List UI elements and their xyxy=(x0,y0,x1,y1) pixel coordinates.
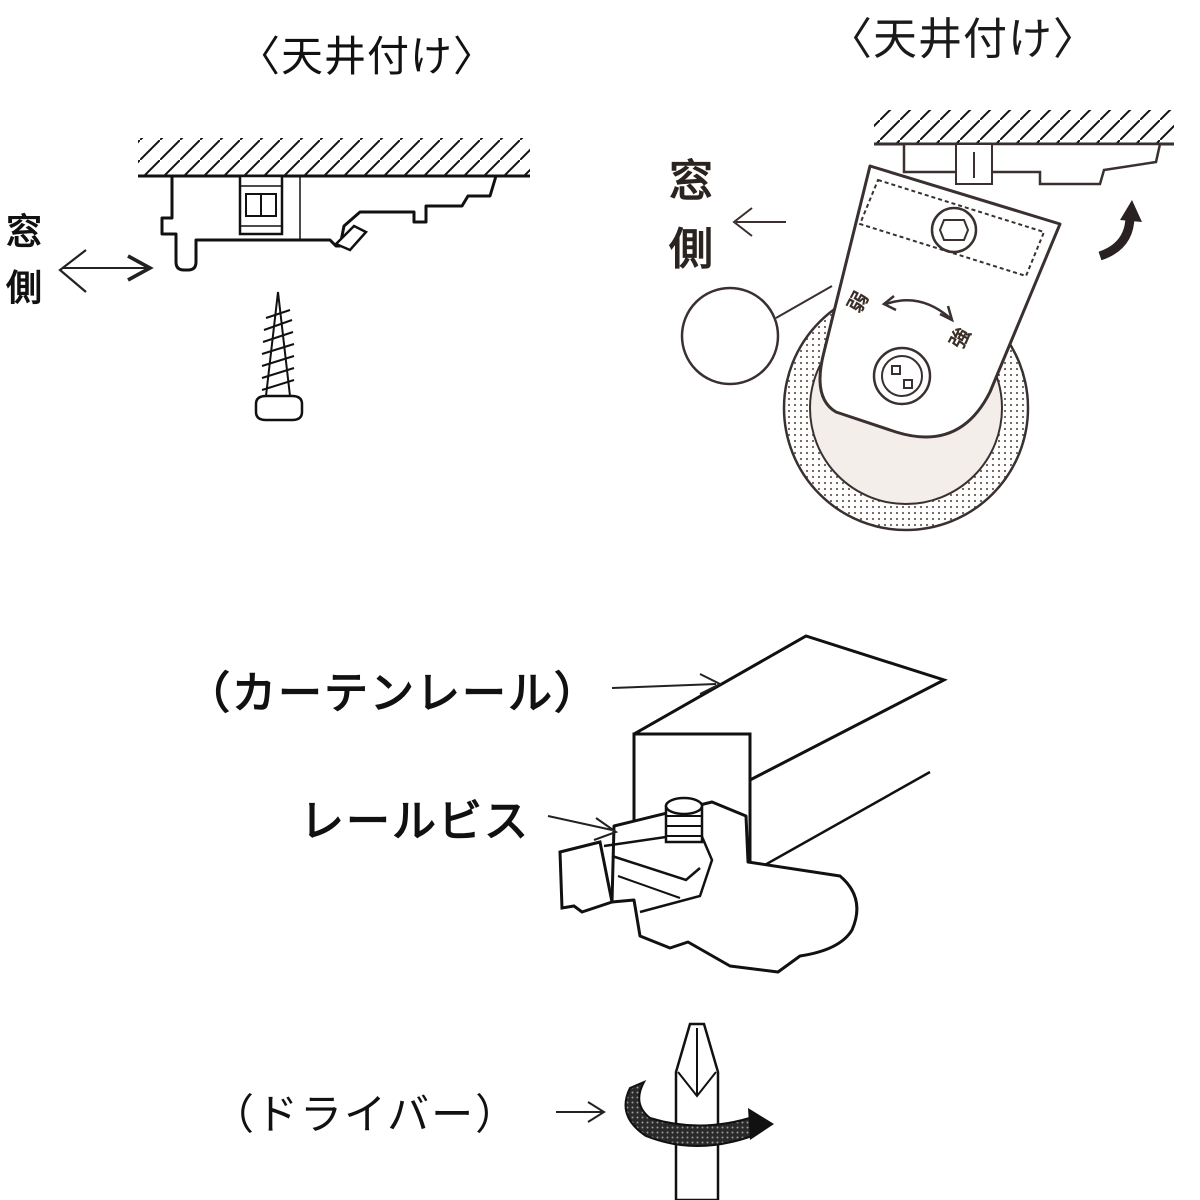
knob-circle xyxy=(680,286,780,386)
window-side-char: 窓 xyxy=(5,212,42,253)
arrow-head-left xyxy=(58,249,87,293)
rail-bracket-assembly xyxy=(558,634,948,974)
window-side-label-right: 窓 側 xyxy=(664,148,718,284)
mounting-screw xyxy=(254,291,304,422)
window-side-label-left: 窓 側 xyxy=(2,205,46,317)
rail-leader-arrow xyxy=(611,683,717,689)
screw-leader-arrow xyxy=(547,815,613,831)
screwdriver xyxy=(624,1022,774,1200)
ceiling-hatch-left xyxy=(138,138,530,176)
window-side-char: 側 xyxy=(669,224,713,276)
screwdriver-label: （ドライバー） xyxy=(212,1090,520,1139)
panel-title-ceiling-mount-right: 〈天井付け〉 xyxy=(828,14,1098,65)
rotate-arrow xyxy=(1098,215,1135,261)
panel-title-ceiling-mount-left: 〈天井付け〉 xyxy=(238,32,497,81)
rail-screw-stud xyxy=(664,796,704,844)
curtain-rail-label: （カーテンレール） xyxy=(186,668,600,719)
ceiling-bracket-with-dial xyxy=(680,110,1174,532)
ceiling-hatch-right xyxy=(874,110,1174,144)
ceiling-bracket-side-view xyxy=(138,138,530,272)
rail-screw-label: レールビス xyxy=(300,796,530,847)
window-side-char: 側 xyxy=(5,267,42,309)
window-side-char: 窓 xyxy=(669,156,713,207)
